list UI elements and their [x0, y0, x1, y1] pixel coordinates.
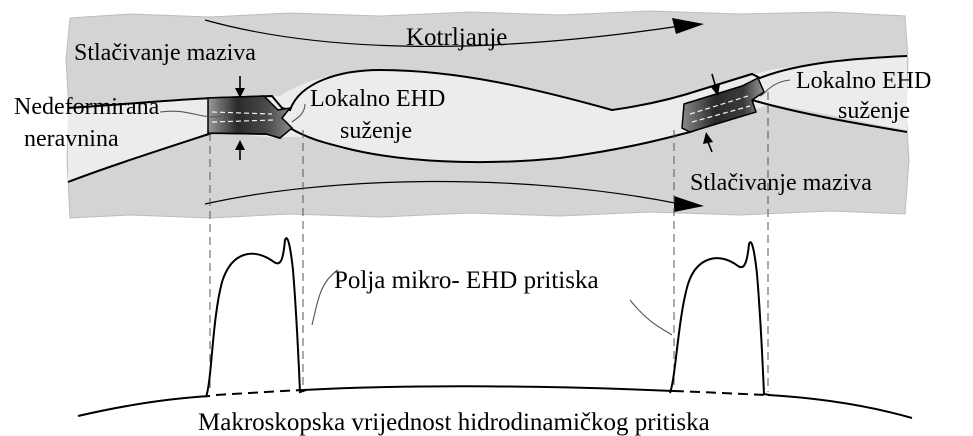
compression-arrow-right-bottom: [707, 141, 713, 153]
label-undeformed-line1: Nedeformirana: [14, 94, 160, 120]
macro-pressure-curve: [77, 395, 211, 417]
label-local-ehd-left-line1: Lokalno EHD: [310, 86, 445, 112]
label-compression-left: Stlačivanje maziva: [74, 40, 256, 66]
label-undeformed-line2: neravnina: [24, 126, 119, 152]
compression-arrowhead-right-top: [710, 84, 720, 96]
label-local-ehd-left-line2: suženje: [340, 118, 412, 144]
rolling-arrow-bottom: [204, 180, 681, 205]
left-asperity-dashes: [211, 111, 275, 123]
compression-arrowhead-right-bottom: [703, 132, 713, 144]
macro-pressure-curve-mid: [302, 385, 675, 392]
macro-pressure-curve-dashed-left: [215, 389, 304, 396]
compression-arrowhead-left-top: [235, 88, 245, 98]
leader-local-ehd-right: [759, 79, 791, 97]
label-rolling: Kotrljanje: [406, 24, 507, 51]
label-local-ehd-right-line2: suženje: [838, 98, 910, 124]
label-macro-pressure: Makroskopska vrijednost hidrodinamičkog …: [198, 409, 710, 436]
compression-arrowhead-left-bottom: [235, 140, 245, 150]
rolling-arrow-top: [204, 19, 681, 47]
micro-pressure-peak-left: [205, 237, 307, 398]
leader-micro-left: [311, 269, 339, 326]
leader-micro-right: [629, 299, 673, 336]
label-micro-ehd-fields: Polja mikro- EHD pritiska: [334, 267, 599, 294]
label-local-ehd-right-line1: Lokalno EHD: [796, 68, 931, 94]
film-gap: [68, 56, 907, 182]
rolling-arrowhead-top: [672, 18, 704, 34]
left-asperity: [207, 95, 294, 139]
leader-local-ehd-left: [291, 103, 306, 123]
lower-surface: [67, 98, 908, 183]
label-compression-right: Stlačivanje maziva: [690, 170, 872, 196]
upper-surface: [67, 55, 908, 112]
macro-pressure-curve-dashed-right: [673, 390, 769, 396]
micro-pressure-peak-right: [669, 241, 771, 396]
leader-undeformed: [159, 110, 223, 118]
rolling-arrowhead-bottom: [674, 196, 704, 212]
macro-pressure-curve-right: [767, 394, 913, 419]
right-asperity-dashes: [689, 95, 751, 123]
